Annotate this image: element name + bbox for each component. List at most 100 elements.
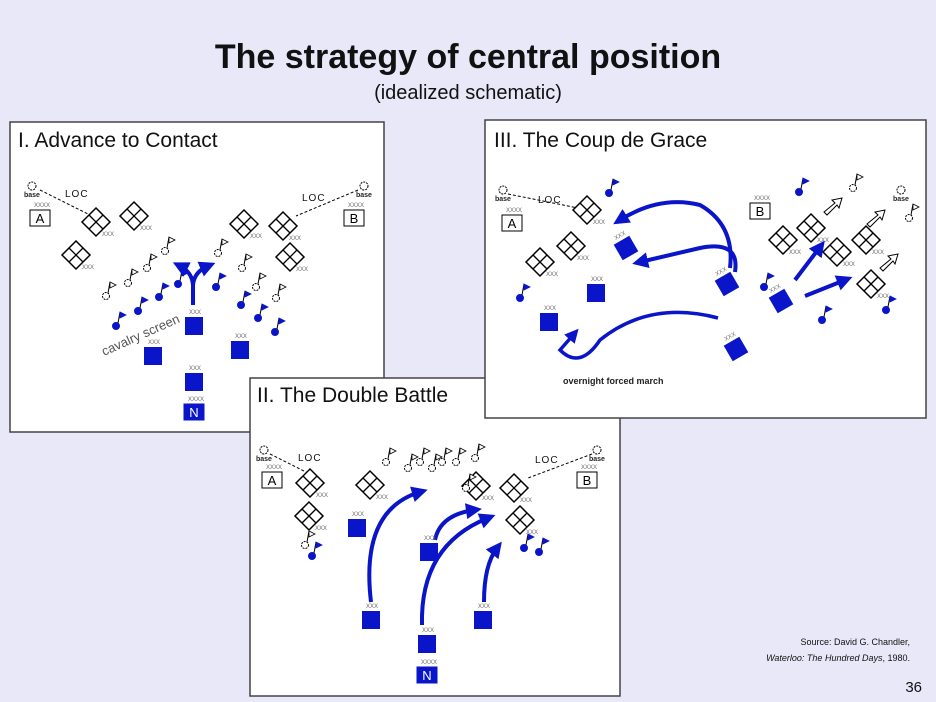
movement-arrow bbox=[191, 261, 216, 286]
cavalry-circle bbox=[462, 484, 470, 492]
cross-line bbox=[863, 276, 879, 292]
echelon-label: XXX bbox=[235, 334, 247, 340]
line-of-communication bbox=[527, 453, 593, 479]
flag bbox=[825, 305, 833, 313]
echelon-label: XXXX bbox=[266, 465, 282, 471]
panel-title: I. Advance to Contact bbox=[18, 129, 218, 152]
friendly-cavalry-icon bbox=[605, 178, 620, 197]
cavalry-circle bbox=[254, 314, 262, 322]
cavalry-circle bbox=[112, 322, 120, 330]
loc-label: LOC bbox=[65, 189, 89, 200]
flag bbox=[315, 541, 323, 549]
base-label: base bbox=[589, 456, 605, 463]
panel-title: II. The Double Battle bbox=[257, 384, 448, 407]
friendly-cavalry-icon bbox=[212, 272, 227, 291]
flag bbox=[278, 317, 286, 325]
corps-square bbox=[474, 611, 492, 629]
friendly-corps-icon: XXX bbox=[231, 334, 249, 359]
flag bbox=[912, 203, 920, 211]
slide-subtitle: (idealized schematic) bbox=[374, 82, 562, 104]
cavalry-circle bbox=[134, 307, 142, 315]
base-circle bbox=[592, 445, 602, 455]
enemy-cavalry-icon bbox=[382, 447, 397, 466]
friendly-cavalry-icon bbox=[516, 283, 531, 302]
echelon-label: XXX bbox=[102, 232, 114, 238]
enemy-cavalry-icon bbox=[404, 453, 419, 472]
echelon-label: XXX bbox=[769, 284, 782, 295]
enemy-cavalry-icon bbox=[428, 453, 443, 472]
cavalry-circle bbox=[174, 280, 182, 288]
cavalry-circle bbox=[428, 464, 436, 472]
enemy-army-icon: XXX bbox=[767, 224, 801, 256]
echelon-label: XXX bbox=[872, 250, 884, 256]
base-icon: base bbox=[24, 181, 40, 199]
army-label: A bbox=[508, 216, 517, 231]
cavalry-circle bbox=[212, 283, 220, 291]
flag bbox=[802, 177, 810, 185]
line-of-communication bbox=[39, 189, 89, 215]
flag bbox=[459, 447, 467, 455]
friendly-corps-icon: XXX bbox=[418, 628, 436, 653]
panel-coup-de-grace: III. The Coup de Grace overnight forced … bbox=[484, 119, 927, 419]
echelon-label: XXX bbox=[189, 310, 201, 316]
echelon-label: XXX bbox=[877, 294, 889, 300]
enemy-cavalry-icon bbox=[238, 253, 253, 272]
friendly-cavalry-icon bbox=[795, 177, 810, 196]
flag bbox=[435, 453, 443, 461]
base-icon: base bbox=[893, 185, 909, 203]
cavalry-circle bbox=[438, 458, 446, 466]
cross-line bbox=[829, 244, 845, 260]
echelon-label: XXX bbox=[424, 536, 436, 542]
army-box bbox=[749, 202, 771, 220]
army-label: N bbox=[422, 668, 431, 683]
echelon-label: XXX bbox=[577, 256, 589, 262]
base-icon: base bbox=[356, 181, 372, 199]
enemy-retreat-arrow bbox=[823, 197, 843, 216]
enemy-army-icon: XXX bbox=[118, 200, 152, 232]
enemy-army-icon: XXX bbox=[294, 467, 328, 499]
friendly-corps-icon: XXX bbox=[185, 366, 203, 391]
source-year: , 1980. bbox=[882, 653, 910, 663]
echelon-label: XXX bbox=[817, 238, 829, 244]
cross-line bbox=[579, 202, 595, 218]
enemy-cavalry-icon bbox=[272, 283, 287, 302]
enemy-army-icon: XXX bbox=[228, 208, 262, 240]
echelon-label: XXX bbox=[82, 265, 94, 271]
cross-line bbox=[302, 475, 318, 491]
friendly-cavalry-icon bbox=[134, 296, 149, 315]
cavalry-circle bbox=[849, 184, 857, 192]
flag bbox=[542, 537, 550, 545]
army-box bbox=[261, 471, 283, 489]
friendly-corps-icon: XXX bbox=[540, 306, 558, 331]
source-line: Source: David G. Chandler, bbox=[800, 637, 910, 647]
flag bbox=[279, 283, 287, 291]
forced-march-label: overnight forced march bbox=[563, 376, 664, 386]
echelon-label: XXX bbox=[189, 366, 201, 372]
enemy-army-icon: XXX bbox=[571, 194, 605, 226]
flag bbox=[469, 473, 477, 481]
echelon-label: XXX bbox=[591, 277, 603, 283]
echelon-label: XXX bbox=[520, 498, 532, 504]
enemy-army-icon: XXX bbox=[274, 241, 308, 273]
army-box bbox=[343, 209, 365, 227]
movement-arrow bbox=[632, 244, 738, 273]
enemy-cavalry-icon bbox=[438, 447, 453, 466]
source-citation: Source: David G. Chandler, Waterloo: The… bbox=[766, 634, 910, 666]
flag bbox=[478, 443, 486, 451]
cavalry-circle bbox=[155, 293, 163, 301]
echelon-label: XXX bbox=[140, 226, 152, 232]
enemy-army-icon: XXX bbox=[850, 224, 884, 256]
friendly-cavalry-icon bbox=[760, 272, 775, 291]
flag bbox=[244, 290, 252, 298]
corps-square bbox=[768, 288, 794, 314]
cavalry-circle bbox=[124, 279, 132, 287]
cavalry-circle bbox=[535, 548, 543, 556]
corps-square bbox=[144, 347, 162, 365]
flag bbox=[259, 272, 267, 280]
cross-line bbox=[775, 232, 791, 248]
cavalry-circle bbox=[143, 264, 151, 272]
base-circle bbox=[259, 445, 269, 455]
flag bbox=[423, 447, 431, 455]
